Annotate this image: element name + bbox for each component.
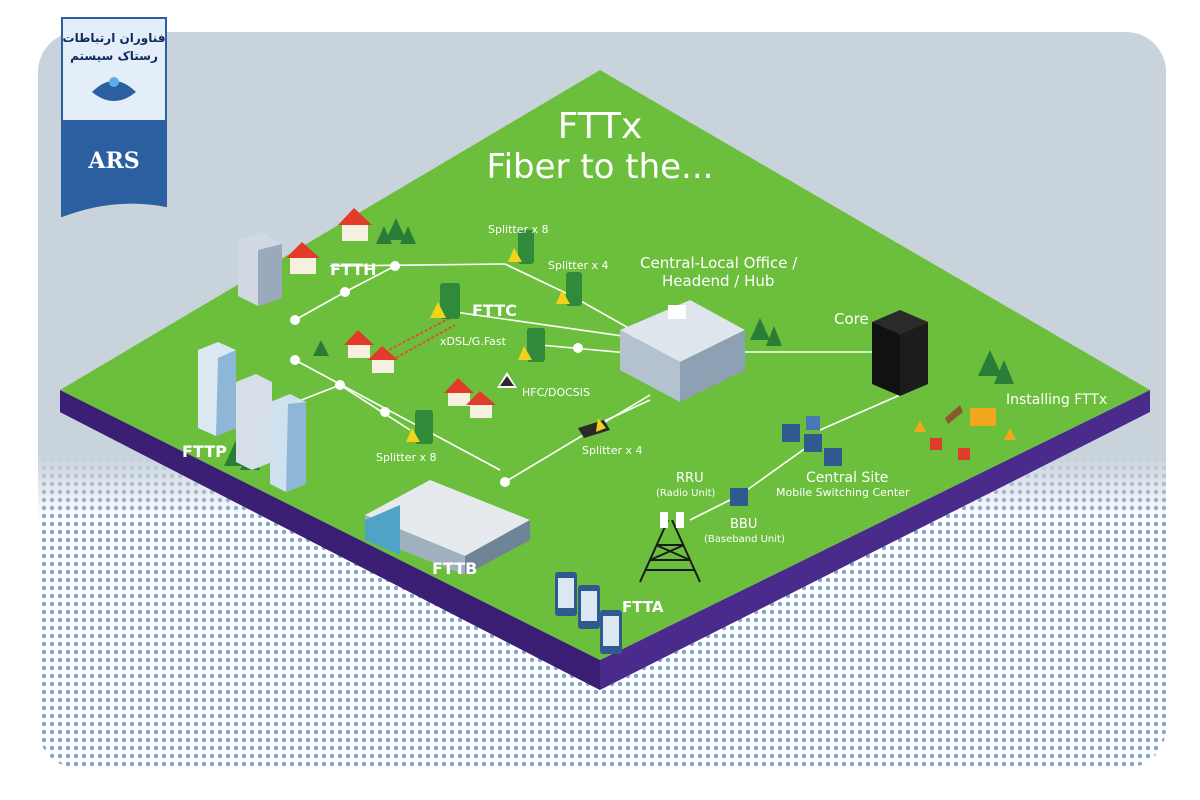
label-fttp: FTTP [182, 442, 227, 461]
node [340, 287, 350, 297]
network-lines [249, 263, 901, 521]
phone-icon [555, 572, 577, 616]
logo-line1: فناوران ارتباطات [63, 31, 166, 46]
warning-sign-icon [497, 372, 517, 388]
logo-mark-icon [92, 81, 136, 101]
splitter-icon [578, 418, 610, 438]
label-central-office-1: Central-Local Office / [640, 254, 798, 272]
label-central-site: Central Site [806, 470, 888, 486]
node [500, 477, 510, 487]
label-fttc: FTTC [472, 301, 517, 320]
label-splitter-x8-top: Splitter x 8 [488, 223, 549, 236]
label-hfc: HFC/DOCSIS [522, 386, 590, 399]
label-central-office-2: Headend / Hub [662, 272, 774, 290]
house-icon [444, 378, 474, 406]
node [290, 315, 300, 325]
cabinet-icon [518, 328, 545, 362]
house-icon [344, 330, 374, 358]
label-fttb: FTTB [432, 559, 477, 578]
cell-tower-icon [639, 512, 701, 583]
phone-icon [578, 585, 600, 629]
central-office [620, 300, 745, 402]
network-nodes [290, 261, 583, 487]
excavator-icon [970, 408, 996, 426]
labels: FTTx Fiber to the... FTTH FTTC FTTP FTTB… [182, 106, 1107, 616]
logo-line2: رستاک سیستم [70, 49, 158, 63]
label-rru-sub: (Radio Unit) [656, 488, 716, 499]
logo: فناوران ارتباطات رستاک سیستم ARS [61, 17, 167, 218]
node [380, 407, 390, 417]
construction-site [914, 405, 1016, 460]
houses [286, 208, 496, 418]
label-bbu-sub: (Baseband Unit) [704, 534, 785, 545]
label-rru: RRU [676, 471, 704, 486]
label-ftta: FTTA [622, 598, 664, 616]
label-msc: Mobile Switching Center [776, 486, 910, 499]
label-ftth: FTTH [330, 260, 377, 279]
tower-fttp [198, 342, 306, 492]
cabinets [406, 230, 610, 444]
house-icon [286, 242, 320, 274]
logo-brand: ARS [87, 148, 139, 174]
cabinet-icon [430, 283, 460, 319]
house-icon [466, 391, 496, 418]
platform [60, 70, 1150, 690]
apartment-building-ftth [238, 232, 282, 306]
house-icon [338, 208, 372, 241]
xdsl-link [384, 317, 456, 361]
title-line2: Fiber to the... [487, 147, 714, 187]
cabinet-icon [556, 272, 582, 306]
label-splitter-x4-bottom: Splitter x 4 [582, 444, 643, 457]
node [335, 380, 345, 390]
node [573, 343, 583, 353]
label-bbu: BBU [730, 517, 757, 532]
label-xdsl: xDSL/G.Fast [440, 335, 507, 348]
house-icon [368, 346, 398, 373]
title-line1: FTTx [558, 106, 643, 147]
phones [555, 572, 622, 654]
label-splitter-x4-top: Splitter x 4 [548, 259, 609, 272]
phone-icon [600, 610, 622, 654]
cabinet-icon [508, 230, 534, 264]
label-installing: Installing FTTx [1006, 392, 1107, 408]
office-fttb [365, 480, 530, 575]
core-rack [872, 310, 928, 396]
node [390, 261, 400, 271]
central-site-cubes [730, 416, 842, 506]
buildings [198, 232, 928, 575]
cabinet-icon [406, 410, 433, 444]
node [290, 355, 300, 365]
label-core: Core [834, 310, 869, 328]
label-splitter-x8-bottom: Splitter x 8 [376, 451, 437, 464]
